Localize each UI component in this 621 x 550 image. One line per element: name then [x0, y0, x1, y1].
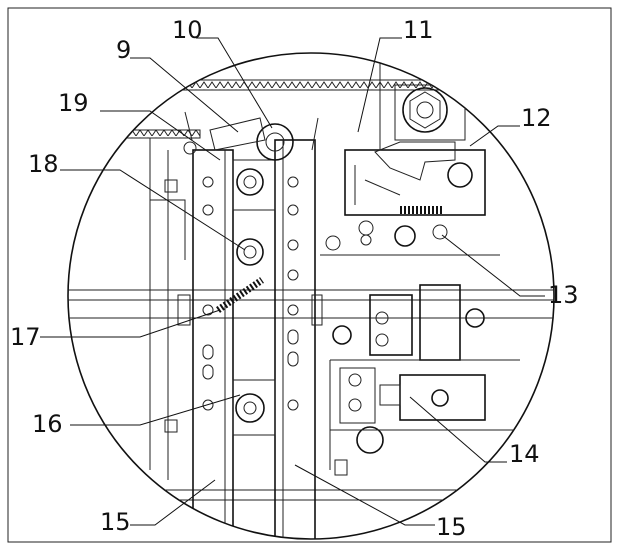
label-19: 19 — [58, 89, 89, 117]
label-9: 9 — [116, 36, 131, 64]
label-14: 14 — [509, 440, 540, 468]
top-nut-hex — [409, 91, 441, 129]
actuator-coupling — [379, 384, 401, 406]
detail-circle — [67, 52, 555, 540]
bottom-nut — [356, 426, 384, 454]
actuator-14 — [399, 374, 486, 421]
toothed-belt-left — [99, 129, 201, 139]
switch-screw-lower — [375, 333, 389, 347]
tension-spring-17 — [216, 277, 264, 313]
label-18: 18 — [28, 150, 59, 178]
drawing-border — [7, 7, 612, 543]
horizontal-rails — [68, 289, 554, 319]
plate-nuts — [235, 168, 265, 423]
bolt-left — [177, 294, 191, 326]
lower-switch-block — [339, 367, 376, 424]
bolt-right — [311, 294, 323, 326]
arm-hooks — [184, 111, 319, 151]
label-13: 13 — [548, 281, 579, 309]
sensor-nut — [465, 308, 485, 328]
lower-roller-body — [232, 379, 276, 436]
latch-nut — [447, 162, 473, 188]
top-bracket — [394, 84, 466, 141]
top-nut-bore — [416, 101, 434, 119]
mid-nut — [332, 325, 352, 345]
plate-holes — [202, 176, 299, 411]
left-frame-block — [164, 179, 178, 193]
switch-block — [369, 294, 413, 356]
slide-plate-left — [192, 149, 234, 539]
arm-pivot — [183, 141, 197, 155]
bottom-tab — [334, 459, 348, 476]
label-15-right: 15 — [436, 513, 467, 541]
swing-arm — [209, 117, 266, 151]
latch-linkage — [354, 165, 401, 205]
lower-switch-screw-lower — [348, 398, 362, 412]
leader-lines — [40, 37, 545, 526]
switch-frame-lines — [329, 359, 520, 470]
latch-hook — [374, 141, 456, 181]
top-roller-hub — [265, 132, 285, 152]
label-12: 12 — [521, 104, 552, 132]
latch-housing — [344, 149, 486, 216]
sensor-block — [419, 284, 461, 361]
left-frame-block-lower — [164, 419, 178, 433]
label-11: 11 — [403, 16, 434, 44]
switch-screw-upper — [375, 311, 389, 325]
slide-plate-right — [274, 139, 316, 539]
actuator-nut — [431, 389, 449, 407]
label-15-left: 15 — [100, 508, 131, 536]
toothed-belt — [179, 79, 481, 91]
upper-roller-body — [232, 159, 276, 211]
left-frame — [149, 138, 186, 480]
label-17: 17 — [10, 323, 41, 351]
lower-switch-screw-upper — [348, 373, 362, 387]
label-10: 10 — [172, 16, 203, 44]
top-nut — [402, 87, 448, 133]
mechanism-parts — [68, 53, 554, 539]
label-16: 16 — [32, 410, 63, 438]
latch-screws — [325, 220, 448, 251]
